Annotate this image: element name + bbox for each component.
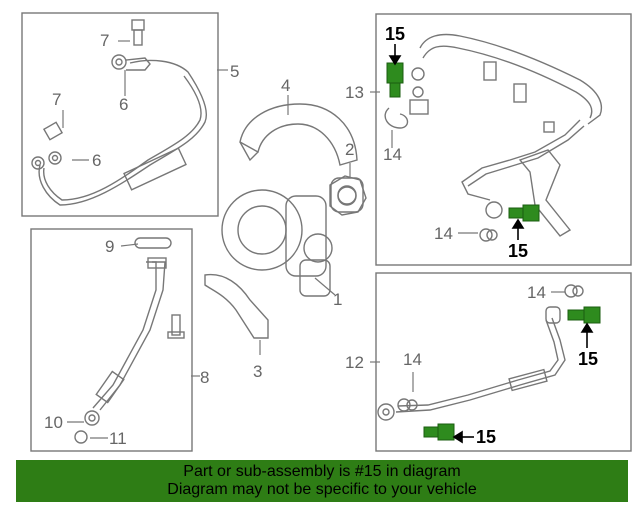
bolt-15-lower-left [423,423,455,441]
callout-12: 12 [345,353,364,372]
turbocharger-drawing [204,103,364,339]
oil-feed-pipe-drawing [31,19,207,206]
highlighted-bolts [386,62,601,441]
bolt-15-upper-right [508,204,540,222]
callout-6-lower: 6 [92,151,102,170]
callout-8: 8 [200,368,210,387]
callout-15-lower-left: 15 [476,427,497,447]
callout-4: 4 [281,76,291,95]
callout-7-top: 7 [100,31,110,50]
callout-7-lower: 7 [52,90,62,109]
panel-coolant-pipe-upper [375,13,632,266]
bolt-15-lower-right [567,306,601,324]
parts-diagram [21,12,632,452]
callout-14-upper-right: 14 [434,224,453,243]
gasket-drawing [329,175,367,216]
banner-line-1: Part or sub-assembly is #15 in diagram [183,463,461,480]
callout-14-lower-right: 14 [527,283,546,302]
callout-13: 13 [345,83,364,102]
callout-2: 2 [345,140,355,159]
coolant-pipe-upper-drawing [384,33,603,242]
bolt-15-upper-left [386,62,404,98]
callout-10: 10 [44,413,63,432]
callout-1: 1 [333,290,343,309]
oil-return-pipe-drawing [74,237,185,444]
callout-11: 11 [109,429,127,448]
callout-15-upper-right: 15 [508,241,529,261]
panel-oil-feed-pipe [21,12,219,217]
panel-oil-return-pipe [30,228,193,452]
banner-line-2: Diagram may not be specific to your vehi… [167,481,477,498]
callout-15-upper-left: 15 [385,24,406,44]
callout-14-lower-left: 14 [403,350,422,369]
callout-9: 9 [105,237,115,256]
coolant-pipe-lower-drawing [377,284,584,421]
callout-14-upper-left: 14 [383,145,402,164]
callout-3: 3 [253,362,263,381]
info-banner: Part or sub-assembly is #15 in diagram D… [16,460,628,502]
callout-5: 5 [230,62,240,81]
callout-15-lower-right: 15 [578,349,599,369]
callout-6-top: 6 [119,95,129,114]
